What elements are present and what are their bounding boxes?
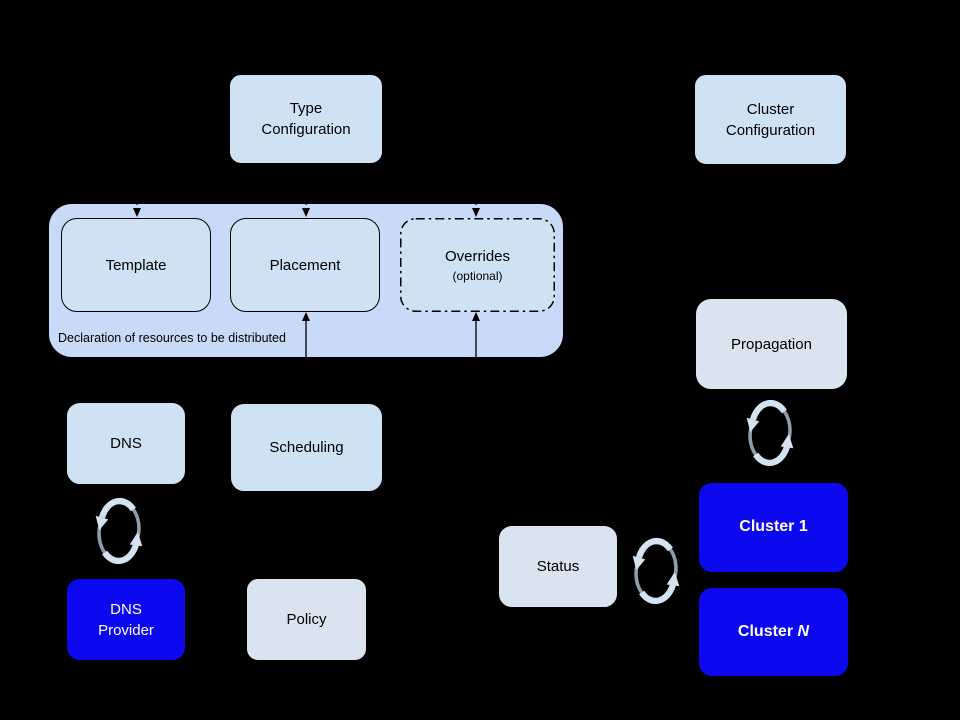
dns-label: DNS (110, 435, 142, 452)
dns-provider-label: DNS Provider (98, 600, 154, 639)
cluster-configuration-node: Cluster Configuration (694, 74, 847, 165)
cluster-n-node: Cluster N (698, 587, 849, 677)
dns-node: DNS (66, 402, 186, 485)
propagation-node: Propagation (695, 298, 848, 390)
policy-node: Policy (246, 578, 367, 661)
placement-label: Placement (269, 256, 341, 274)
type-configuration-node: Type Configuration (229, 74, 383, 164)
dns-provider-node: DNS Provider (66, 578, 186, 661)
sync-icon (630, 536, 682, 606)
scheduling-label: Scheduling (269, 439, 344, 456)
status-node: Status (498, 525, 618, 608)
scheduling-node: Scheduling (230, 403, 383, 492)
template-label: Template (105, 256, 167, 274)
container-caption: Declaration of resources to be distribut… (58, 331, 286, 345)
cluster-n-label: Cluster N (737, 622, 810, 640)
overrides-sublabel: (optional) (452, 268, 503, 283)
type-configuration-label: Type Configuration (261, 100, 351, 138)
cluster-1-label: Cluster 1 (739, 518, 808, 536)
status-label: Status (536, 558, 580, 575)
placement-node: Placement (230, 218, 380, 312)
dash-dot-border (400, 218, 555, 312)
cluster-1-node: Cluster 1 (698, 482, 849, 573)
sync-icon (744, 398, 796, 468)
overrides-node: Overrides (optional) (400, 218, 555, 312)
propagation-label: Propagation (731, 335, 812, 353)
policy-label: Policy (286, 611, 327, 628)
overrides-label: Overrides (444, 247, 511, 265)
sync-icon (93, 496, 145, 566)
template-node: Template (61, 218, 211, 312)
cluster-configuration-label: Cluster Configuration (725, 100, 816, 139)
